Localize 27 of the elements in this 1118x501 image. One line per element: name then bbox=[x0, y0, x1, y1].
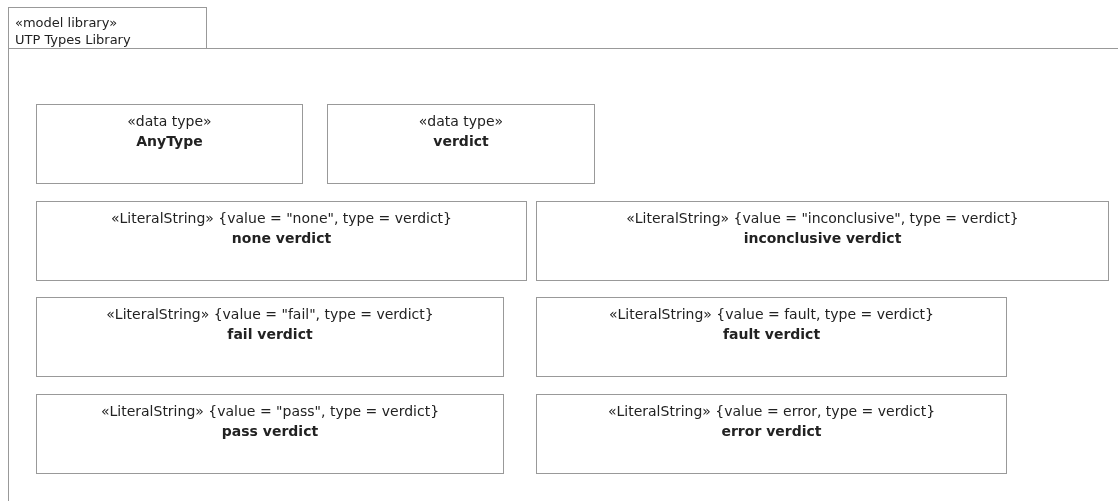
stereotype-label: «model library» bbox=[15, 14, 119, 31]
stereotype-label: «LiteralString» {value = "inconclusive", type = verdict} bbox=[626, 209, 1019, 228]
element-name: fault verdict bbox=[722, 325, 821, 344]
element-name: inconclusive verdict bbox=[743, 229, 902, 248]
element-name: error verdict bbox=[721, 422, 822, 441]
element-name: AnyType bbox=[136, 132, 203, 151]
package-frame bbox=[8, 7, 1118, 501]
package-name: UTP Types Library bbox=[15, 31, 132, 48]
element-name: verdict bbox=[433, 132, 489, 151]
class-box bbox=[36, 201, 527, 281]
stereotype-label: «data type» bbox=[127, 112, 212, 131]
stereotype-label: «LiteralString» {value = "fail", type = verdict} bbox=[106, 305, 434, 324]
stereotype-label: «LiteralString» {value = fault, type = verdict} bbox=[609, 305, 934, 324]
class-box bbox=[536, 201, 1109, 281]
class-box bbox=[327, 104, 595, 184]
stereotype-label: «LiteralString» {value = error, type = verdict} bbox=[607, 402, 936, 421]
stereotype-label: «data type» bbox=[418, 112, 504, 131]
class-box bbox=[36, 394, 504, 474]
stereotype-label: «LiteralString» {value = "none", type = verdict} bbox=[110, 209, 452, 228]
element-name: none verdict bbox=[231, 229, 332, 248]
class-box bbox=[536, 394, 1007, 474]
class-box bbox=[36, 104, 303, 184]
class-box bbox=[536, 297, 1007, 377]
element-name: pass verdict bbox=[221, 422, 319, 441]
stereotype-label: «LiteralString» {value = "pass", type = verdict} bbox=[100, 402, 440, 421]
element-name: fail verdict bbox=[227, 325, 313, 344]
class-box bbox=[36, 297, 504, 377]
